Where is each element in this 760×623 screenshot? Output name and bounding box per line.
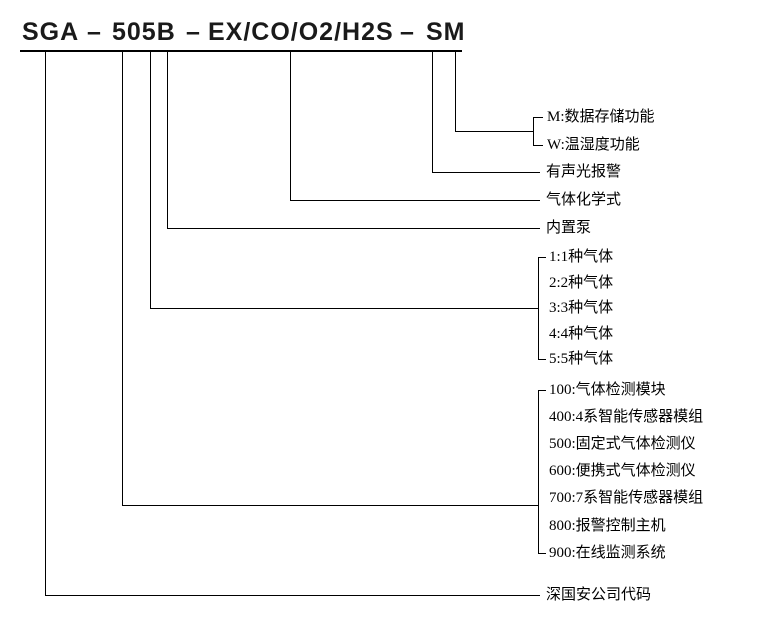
series-item-500: 500:固定式气体检测仪 [549,436,696,452]
dash-separator-1: – [87,18,102,46]
model-part-suffix: SM [426,18,466,46]
connector-formula-vertical [290,52,291,200]
bracket-gascount-vertical [538,257,539,360]
connector-mw-vertical [455,52,456,131]
dash-separator-3: – [400,18,415,46]
gascount-item-5: 5:5种气体 [549,351,614,367]
series-item-600: 600:便携式气体检测仪 [549,463,696,479]
gascount-item-2: 2:2种气体 [549,275,614,291]
series-item-400: 400:4系智能传感器模组 [549,409,704,425]
connector-gascount-horizontal [150,308,538,309]
title-underline [20,50,462,52]
gascount-item-1: 1:1种气体 [549,249,614,265]
label-m-storage: M:数据存储功能 [547,109,655,125]
bracket-gascount-tick-bottom [538,359,546,360]
connector-pump-horizontal [167,228,540,229]
connector-mw-horizontal [455,131,533,132]
connector-formula-horizontal [290,200,540,201]
label-pump: 内置泵 [546,220,592,236]
series-item-100: 100:气体检测模块 [549,382,666,398]
bracket-series-tick-top [538,390,546,391]
label-gas-formula: 气体化学式 [546,192,622,208]
connector-pump-vertical [167,52,168,228]
connector-series-vertical [122,52,123,505]
connector-company-vertical [45,52,46,595]
gascount-item-4: 4:4种气体 [549,326,614,342]
gascount-item-3: 3:3种气体 [549,300,614,316]
label-alarm: 有声光报警 [546,164,622,180]
connector-series-horizontal [122,505,538,506]
bracket-series-tick-bottom [538,553,546,554]
bracket-gascount-tick-top [538,257,546,258]
series-item-900: 900:在线监测系统 [549,545,666,561]
model-part-gases: EX/CO/O2/H2S [208,18,394,46]
bracket-mw-vertical [533,117,534,146]
model-part-brand: SGA [22,18,80,46]
bracket-mw-tick-top [533,117,543,118]
connector-company-horizontal [45,595,540,596]
model-part-number: 505B [112,18,176,46]
connector-gascount-vertical [150,52,151,308]
bracket-mw-tick-bottom [533,145,543,146]
series-item-700: 700:7系智能传感器模组 [549,490,704,506]
connector-alarm-vertical [432,52,433,172]
label-company-code: 深国安公司代码 [546,587,652,603]
dash-separator-2: – [186,18,201,46]
bracket-series-vertical [538,390,539,554]
series-item-800: 800:报警控制主机 [549,518,666,534]
label-w-humidity: W:温湿度功能 [547,137,640,153]
connector-alarm-horizontal [432,172,540,173]
